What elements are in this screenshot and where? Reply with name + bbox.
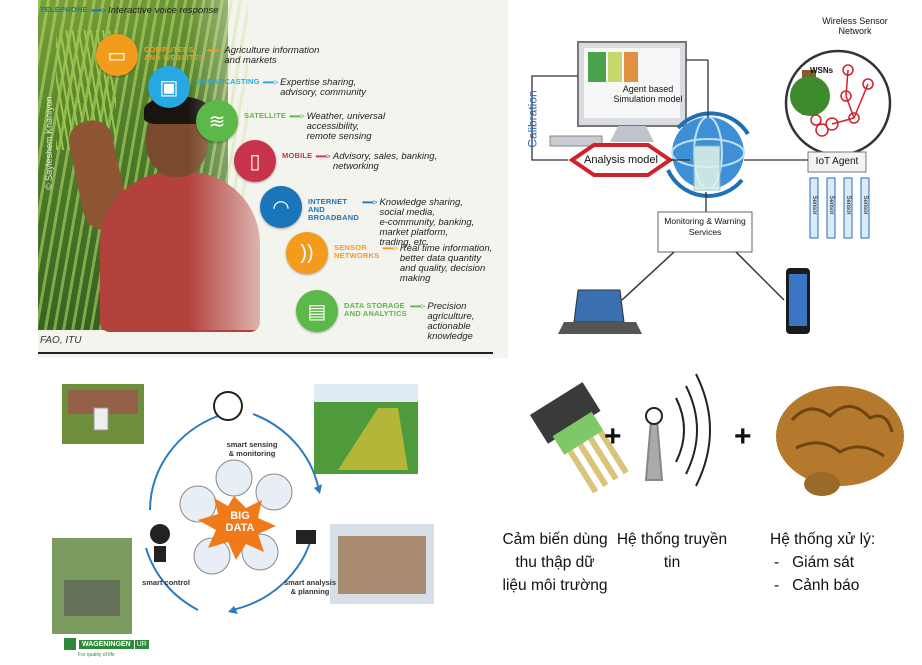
ict-channel-label: COMPUTERS AND WEBSITES [144, 45, 204, 62]
mobile-icon: ▯ [234, 140, 276, 182]
ict-row: ◠INTERNET AND BROADBAND••••••>Knowledge … [260, 186, 474, 248]
smart-analysis-label: smart analysis & planning [283, 578, 337, 596]
calibration-label: Calibration [525, 90, 540, 148]
dotted-arrow: ••••••> [315, 152, 331, 161]
vehicle-icon [215, 459, 253, 497]
ict-channel-description: Interactive voice response [108, 5, 219, 16]
document-icon: ▤ [296, 290, 338, 332]
iot-system-panel: Wireless Sensor Network WSNs Agent based… [510, 0, 922, 360]
tv-icon: ▣ [148, 66, 190, 108]
dotted-arrow: ••••••> [382, 244, 398, 253]
iot-diagram [531, 41, 892, 334]
sensor-caption: Cảm biến dùng thu thập dữ liệu môi trườn… [502, 531, 608, 594]
greenhouse-icon [193, 537, 231, 575]
photo-credit: © Sayleshem Khaniyon [44, 96, 54, 190]
sensor-bars [809, 177, 870, 239]
ict-row: ▤ DATA STORAGE AND ANALYTICS••••••>Precis… [296, 290, 474, 342]
server-cylinder [693, 145, 721, 191]
ict-channel-description: Precision agriculture, actionable knowle… [427, 301, 475, 342]
sensor-bar-label: Sensor [845, 195, 851, 215]
processing-item-monitor: Giám sát [792, 554, 855, 571]
sensor-bar-label: Sensor [862, 195, 868, 215]
monitoring-label: Monitoring & Warning Services [664, 216, 746, 237]
horse-icon [255, 473, 293, 511]
ict-agriculture-panel: © Sayleshem Khaniyon TELEPHONE••••••>Int… [38, 0, 508, 358]
plus-sign-1: + [604, 420, 622, 453]
computer-icon: ▭ [96, 34, 138, 76]
logo-mark [64, 638, 76, 650]
processing-caption: Hệ thống xử lý: - Giám sát - Cảnh báo [770, 528, 910, 597]
wageningen-logo: WAGENINGEN UR [64, 638, 149, 650]
analysis-label: Analysis model [584, 154, 658, 166]
ict-channel-label: SENSOR NETWORKS [334, 243, 380, 260]
component-illustrations [529, 373, 904, 496]
big-data-diagram [52, 384, 434, 634]
sensor-bar-label: Sensor [828, 195, 834, 215]
wsns-label: WSNs [810, 66, 834, 75]
dotted-arrow: ••••••> [206, 46, 223, 55]
ict-channel-description: Real time information, better data quant… [399, 243, 493, 284]
processing-item-warning: Cảnh báo [792, 577, 860, 594]
smart-sensing-label: smart sensing & monitoring [226, 440, 278, 458]
iot-agent-label: IoT Agent [815, 156, 859, 167]
ict-channel-label: BROADCASTING [196, 77, 260, 86]
iot-agent-box [807, 151, 867, 173]
ict-channel-description: Advisory, sales, banking, networking [332, 151, 438, 172]
plus-sign-2: + [734, 420, 752, 453]
ict-row: ▭ COMPUTERS AND WEBSITES••••••>Agricultur… [96, 34, 319, 76]
tree-canopy [790, 76, 830, 116]
wsn-title: Wireless Sensor Network [822, 16, 888, 36]
big-data-panel: smart sensing & monitoring smart control… [48, 360, 438, 660]
ict-channel-description: Agriculture information and markets [224, 45, 320, 66]
ict-channel-label: SATELLITE [244, 111, 287, 120]
big-data-label: BIG DATA [225, 510, 255, 534]
wifi-icon: ◠ [260, 186, 302, 228]
sensor-bar-label: Sensor [811, 195, 817, 215]
divider [38, 352, 493, 354]
ict-channel-description: Expertise sharing, advisory, community [280, 77, 367, 98]
starburst [198, 496, 276, 560]
sensor-nodes [810, 64, 874, 137]
monitor-stand [610, 126, 654, 142]
smart-control-label: smart control [142, 578, 190, 587]
laptop-screen [573, 289, 625, 323]
laptop-base [558, 322, 642, 334]
processing-item: - Giám sát [774, 554, 855, 571]
monitoring-box [657, 211, 753, 253]
logo-ur: UR [134, 639, 149, 649]
ict-row: ▯ MOBILE••••••>Advisory, sales, banking, … [234, 140, 437, 182]
ict-channel-label: INTERNET AND BROADBAND [308, 197, 359, 222]
ict-row: TELEPHONE••••••>Interactive voice respon… [40, 6, 219, 16]
robot-icon [150, 524, 170, 544]
ict-row: ≋ SATELLITE••••••>Weather, universal acce… [196, 100, 385, 142]
dotted-arrow: ••••••> [361, 198, 378, 207]
antenna-icon [644, 373, 711, 487]
keyboard [549, 135, 603, 147]
ict-channel-description: Weather, universal accessibility, remote… [306, 111, 386, 142]
source-credit: FAO, ITU [40, 335, 82, 346]
ict-row: ▣ BROADCASTING••••••>Expertise sharing, a… [148, 66, 366, 108]
ict-channel-label: TELEPHONE [40, 5, 88, 14]
ict-channel-label: DATA STORAGE AND ANALYTICS [344, 301, 407, 318]
dotted-arrow: ••••••> [90, 6, 107, 15]
transmission-caption: Hệ thống truyền tin [616, 531, 728, 571]
sensor-icon: )) [286, 232, 328, 274]
ict-channel-label: MOBILE [282, 151, 313, 160]
analyst-icon [296, 530, 316, 544]
processing-item: - Cảnh báo [774, 577, 860, 594]
processing-title: Hệ thống xử lý: [770, 531, 876, 548]
brain-icon [776, 386, 904, 496]
dotted-arrow: ••••••> [409, 302, 426, 311]
satellite-dish-icon [213, 391, 243, 421]
ict-channel-description: Knowledge sharing, social media, e-commu… [379, 197, 475, 248]
agent-sim-label: Agent based Simulation model [613, 84, 683, 104]
logo-tagline: For quality of life [78, 652, 115, 658]
dotted-arrow: ••••••> [289, 112, 305, 121]
iot-components-panel: + + Cảm biến dùng thu thập dữ liệu môi t… [500, 360, 922, 660]
satellite-icon: ≋ [196, 100, 238, 142]
logo-text: WAGENINGEN [79, 639, 134, 649]
ict-row: )) SENSOR NETWORKS••••••>Real time inform… [286, 232, 492, 284]
soil-sensor-icon [529, 382, 629, 494]
dotted-arrow: ••••••> [262, 78, 279, 87]
